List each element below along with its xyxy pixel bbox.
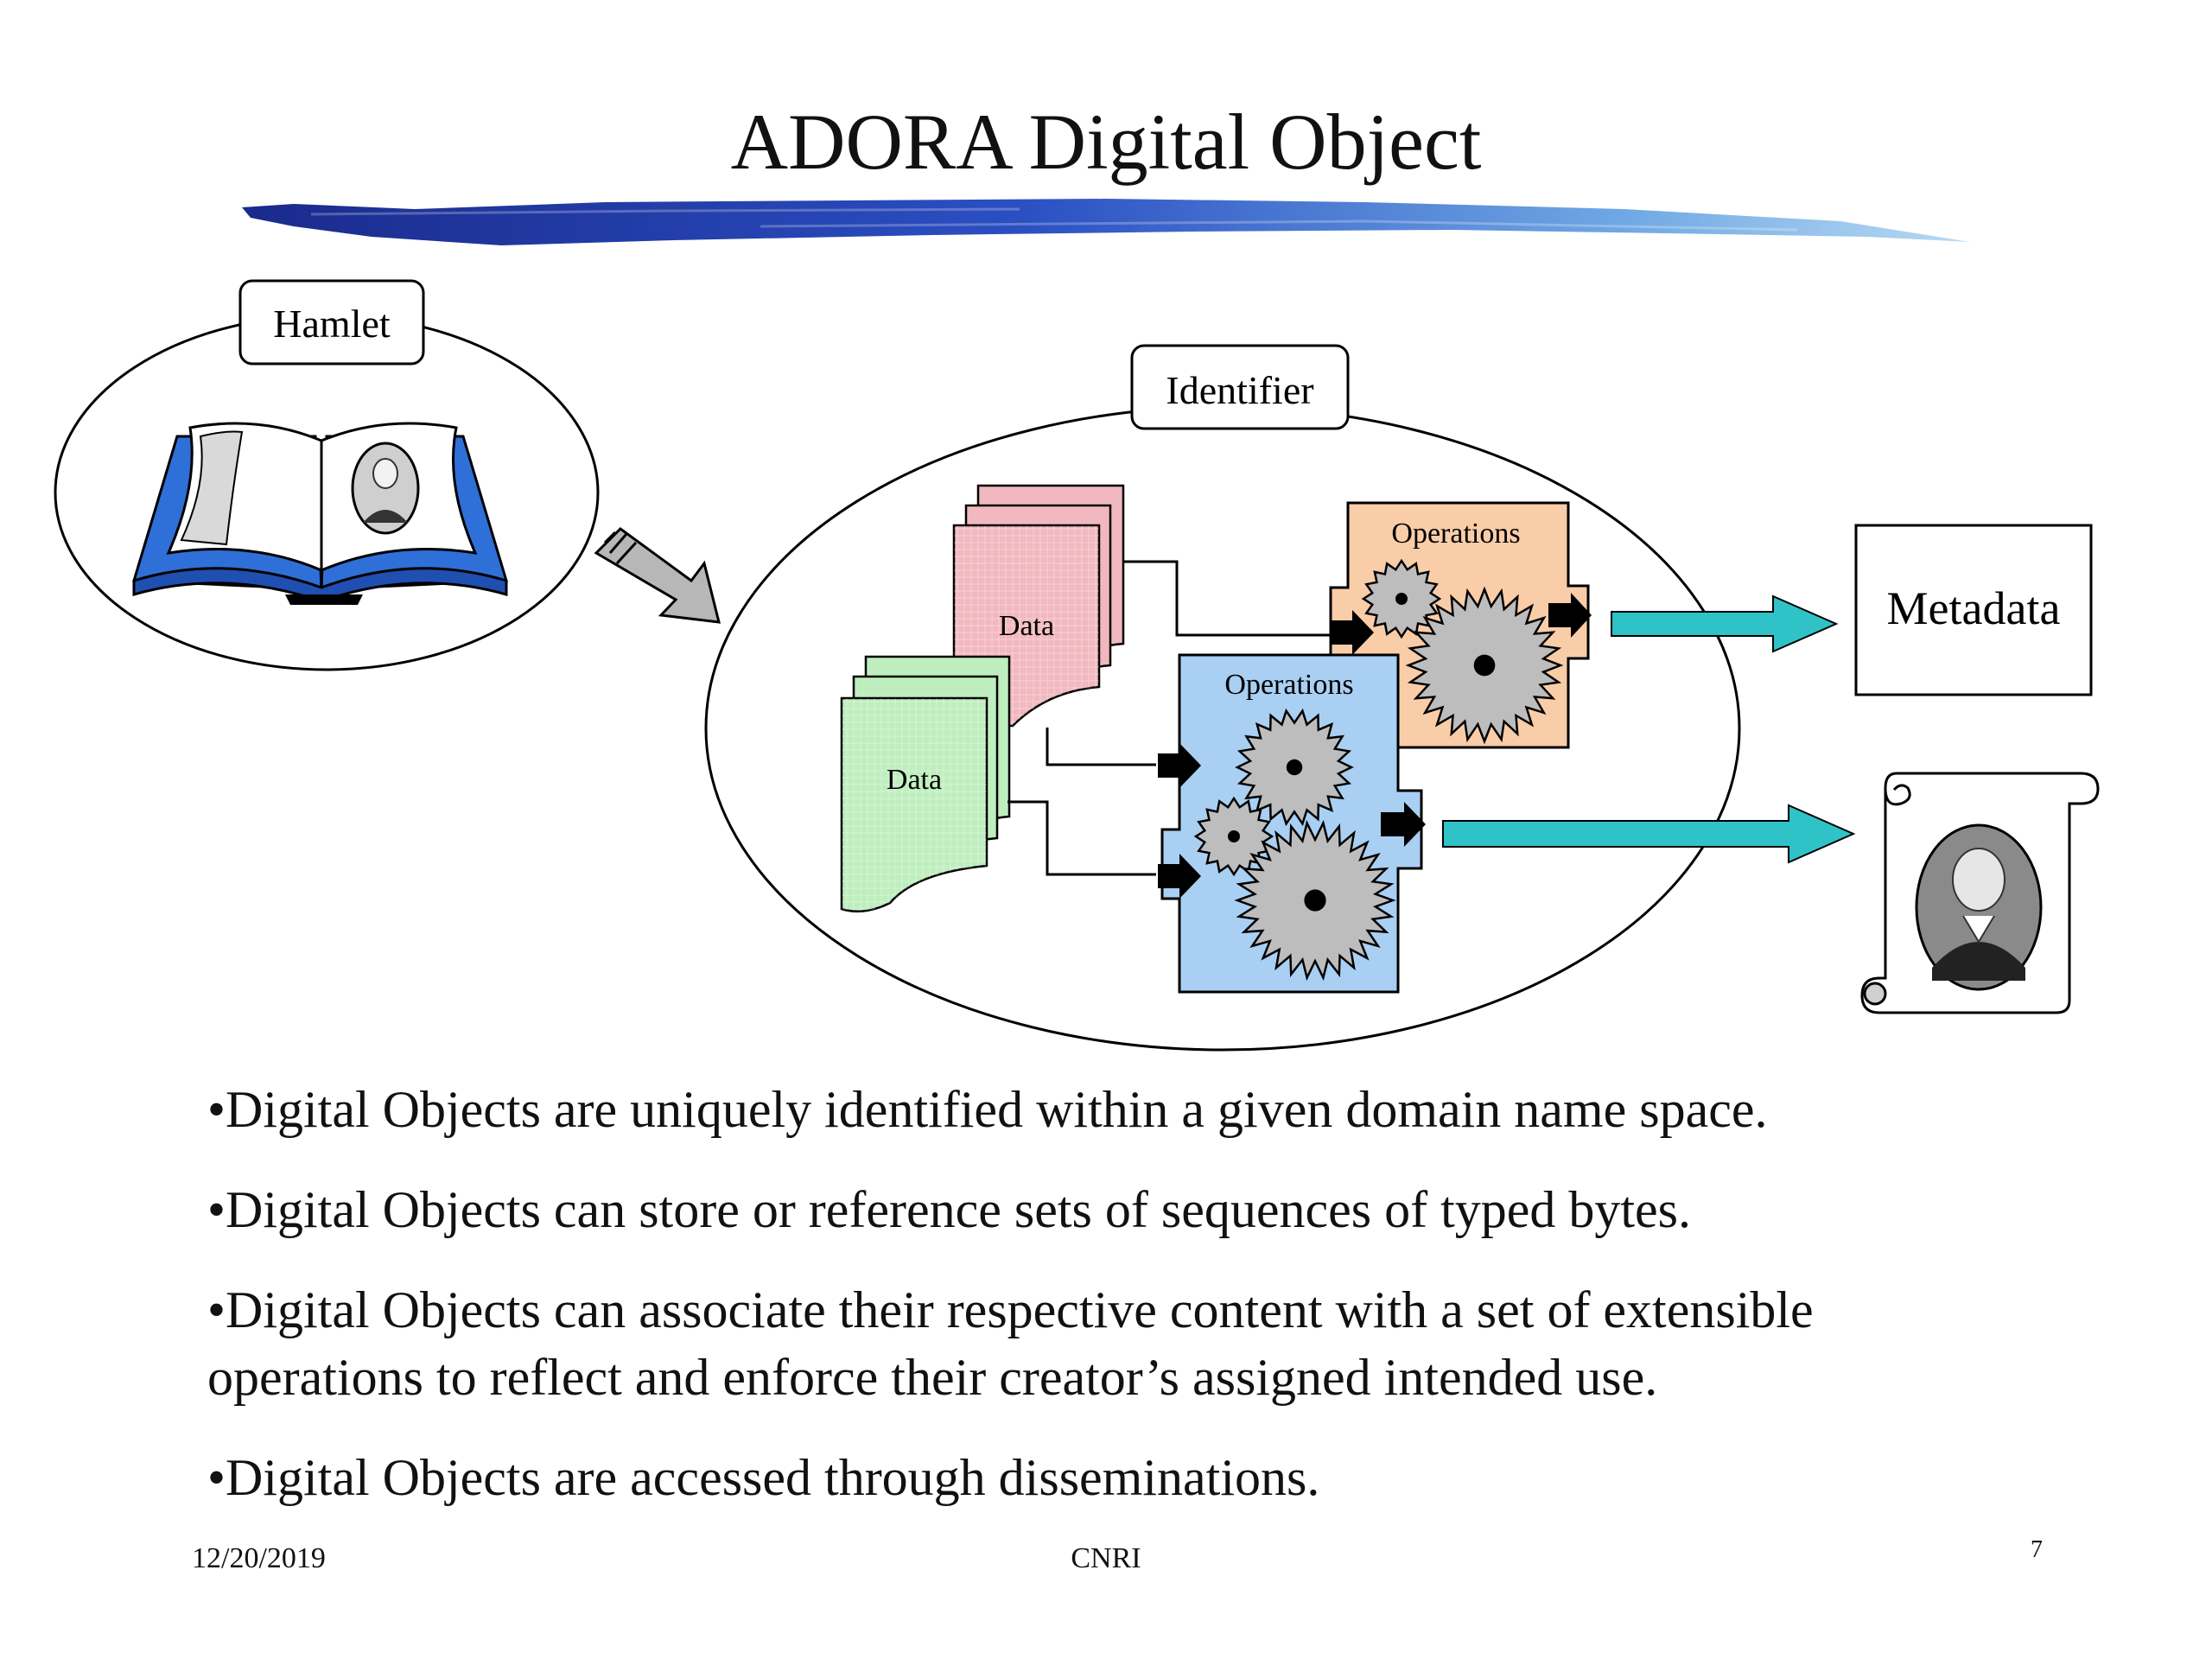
identifier-label-box <box>1130 344 1350 430</box>
footer-organization: CNRI <box>1071 1542 1141 1574</box>
metadata-output-arrow <box>1611 594 1839 653</box>
input-arrow-icon <box>1158 854 1201 899</box>
digital-object: Identifier Data Data Operations <box>704 344 1741 1052</box>
bullet-item: •Digital Objects are uniquely identified… <box>207 1081 1768 1138</box>
identifier-label: Identifier <box>1166 368 1313 412</box>
data-label-top: Data <box>999 610 1054 642</box>
operations-box-bottom: Operations <box>1158 653 1426 994</box>
slide-title: ADORA Digital Object <box>730 98 1482 186</box>
footer-date: 12/20/2019 <box>192 1542 326 1574</box>
operations-label-top: Operations <box>1391 518 1520 550</box>
operations-label-bottom: Operations <box>1224 669 1353 701</box>
book-icon <box>132 422 508 605</box>
source-object: Hamlet <box>54 279 600 671</box>
gear-icon <box>1235 708 1354 827</box>
bullet-item: •Digital Objects can associate their res… <box>207 1281 1814 1406</box>
output-arrow-icon <box>1381 802 1426 847</box>
bullet-item: •Digital Objects can store or reference … <box>207 1181 1692 1238</box>
gear-icon <box>1361 558 1442 639</box>
input-arrow-icon <box>1158 743 1201 788</box>
footer-page-number: 7 <box>2031 1536 2043 1563</box>
metadata-box: Metadata <box>1854 524 2093 696</box>
metadata-label: Metadata <box>1887 582 2061 634</box>
data-stack-bottom: Data <box>840 655 1011 913</box>
gear-icon <box>1405 586 1564 745</box>
source-label-box <box>238 279 425 365</box>
data-connectors <box>1007 560 1335 876</box>
bullet-list: •Digital Objects are uniquely identified… <box>207 1076 2022 1544</box>
source-label: Hamlet <box>273 302 391 346</box>
scroll-portrait-icon <box>1860 772 2100 1014</box>
data-label-bottom: Data <box>887 764 942 796</box>
title-underline-brush <box>242 199 1970 245</box>
dissemination-output-arrow <box>1442 804 1856 864</box>
ingest-arrow <box>594 527 721 624</box>
gear-icon <box>1234 819 1396 982</box>
bullet-item: •Digital Objects are accessed through di… <box>207 1449 1320 1506</box>
output-arrow-icon <box>1548 593 1592 638</box>
input-arrow-icon <box>1331 610 1374 655</box>
